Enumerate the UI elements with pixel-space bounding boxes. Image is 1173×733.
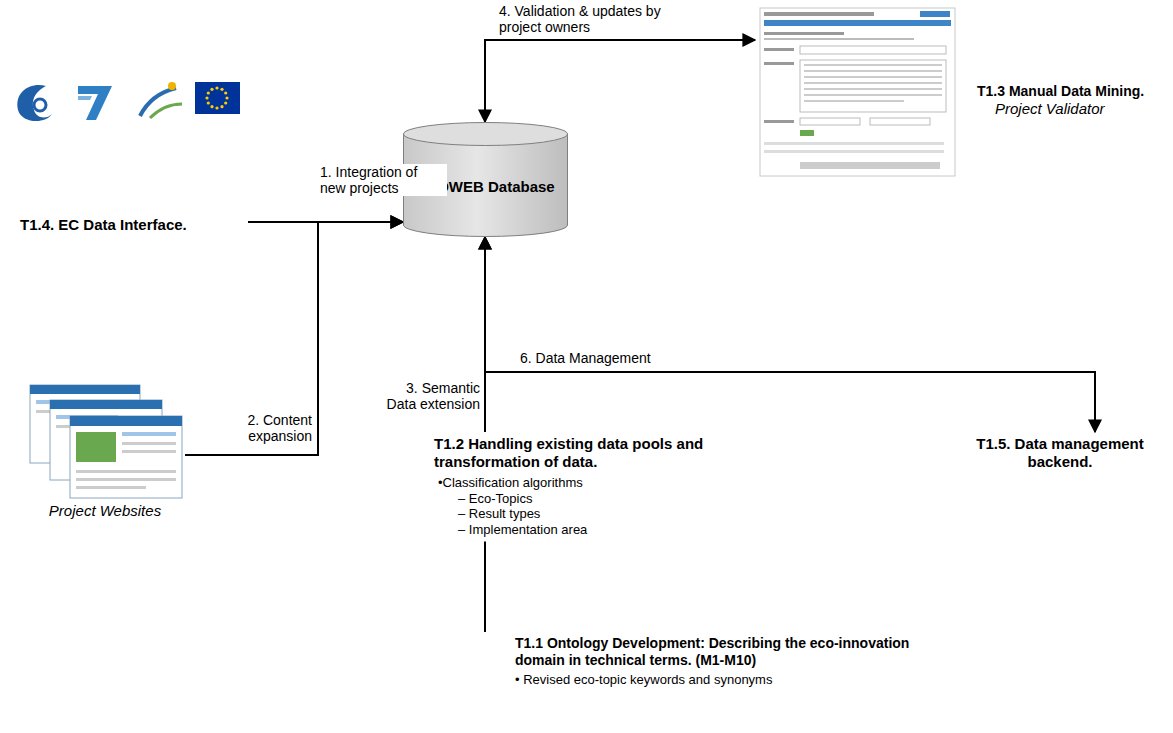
validator-screenshot	[760, 8, 955, 176]
task-validator: T1.3 Manual Data Mining.Project Validato…	[755, 5, 1168, 180]
website-screens	[30, 385, 182, 498]
task-ec-interface: T1.4. EC Data Interface.	[12, 80, 248, 234]
task-subtitle: Project Validator	[977, 100, 1168, 118]
bullet-item: • Revised eco-topic keywords and synonym…	[515, 672, 936, 688]
sub-bullet: – Implementation area	[434, 522, 756, 538]
flow-arrow	[485, 40, 755, 122]
flow-arrow	[185, 222, 403, 455]
edge-label: 4. Validation & updates by project owner…	[497, 3, 691, 35]
edge-label: 2. Content expansion	[238, 412, 314, 444]
sub-bullet: – Eco-Topics	[434, 491, 756, 507]
edge-label: 3. Semantic Data extension	[372, 380, 482, 412]
task-websites: Project Websites	[25, 382, 185, 520]
task-title: T1.2 Handling existing data pools and tr…	[434, 435, 756, 471]
task-title: T1.1 Ontology Development: Describing th…	[515, 635, 936, 669]
programme-logos	[17, 82, 240, 121]
task-title: T1.4. EC Data Interface.	[20, 216, 195, 234]
task-title: T1.3 Manual Data Mining.	[977, 83, 1168, 100]
bullet-item: •Classification algorithms	[434, 475, 756, 491]
task-ontology: T1.1 Ontology Development: Describing th…	[470, 632, 940, 691]
task-transformation: T1.2 Handling existing data pools and tr…	[430, 432, 760, 541]
caption-text: Project Websites	[25, 502, 185, 520]
edge-label: 1. Integration of new projects	[318, 164, 447, 196]
task-backend: T1.5. Data management backend.	[960, 432, 1160, 475]
sub-bullet: – Result types	[434, 506, 756, 522]
task-title: T1.5. Data management backend.	[964, 435, 1156, 471]
flow-arrow	[485, 237, 1095, 432]
flow-arrow	[484, 541, 486, 632]
edge-label: 6. Data Management	[518, 350, 653, 366]
